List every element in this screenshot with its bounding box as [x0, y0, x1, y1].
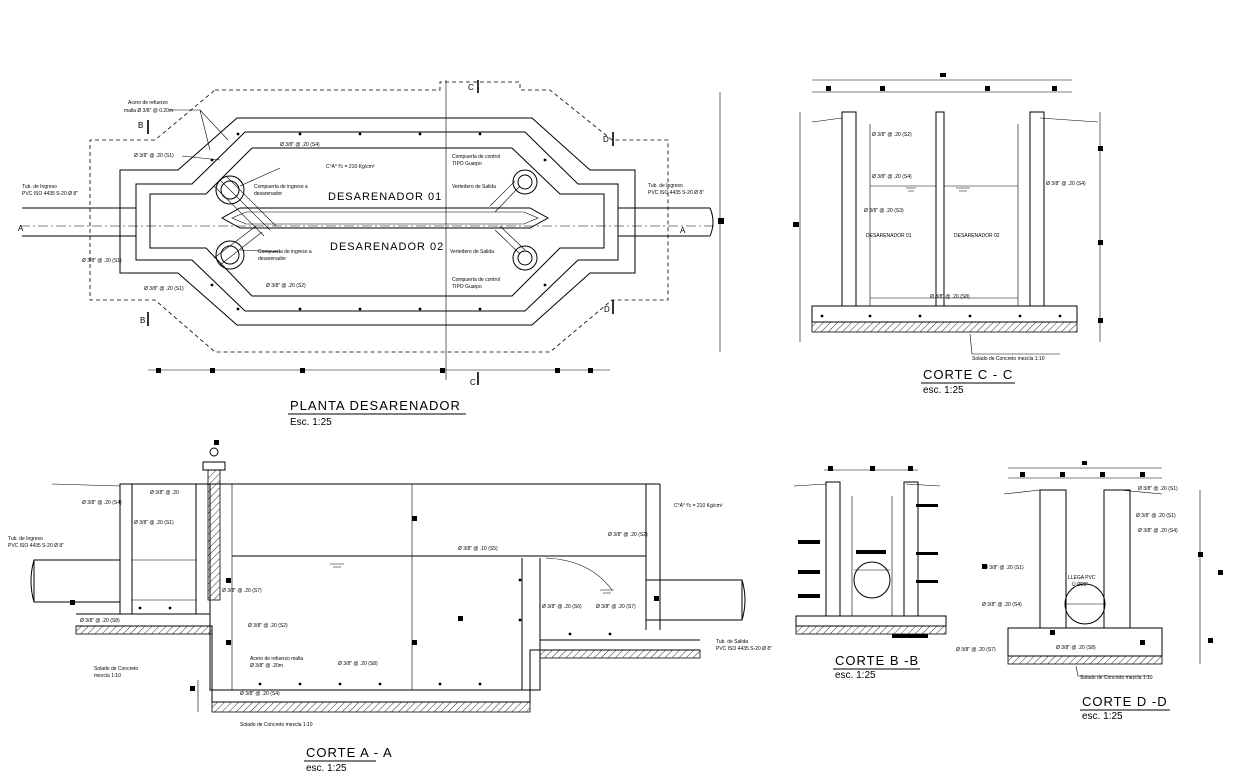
plan-inlet-label-2: PVC ISO 4435 S-20 Ø 8"	[22, 191, 78, 197]
aa-malla-1: Acero de refuerzo malla	[250, 656, 303, 662]
plan-inlet-label-1: Tub. de Ingreso	[22, 184, 57, 190]
plan-ctrl1-label-1: Compuerta de control	[452, 154, 500, 160]
aa-solado-left-1: Solado de Concreto	[94, 666, 138, 672]
plan-reb-s1-left: Ø 3/8" @ .20 (S1)	[82, 258, 122, 264]
dd-reb-s1b: Ø 3/8" @ .20 (S1)	[1136, 513, 1176, 519]
gate-inlet-1	[213, 175, 277, 237]
aa-reb-s8b: Ø 3/8" @ .20 (S8)	[338, 661, 378, 667]
dd-reb-s4a: Ø 3/8" @ .20 (S4)	[1138, 528, 1178, 534]
plan-outer-wall	[119, 117, 636, 326]
section-aa: Ø 3/8" @ .20 (S4) Ø 3/8" @ .20 Ø 3/8" @ …	[8, 440, 772, 774]
cc-solado: Solado de Concreto mezcla 1:10	[972, 356, 1045, 362]
aa-scale: esc. 1:25	[306, 763, 347, 774]
aa-outlet-2: PVC ISO 4435 S-20 Ø 8"	[716, 646, 772, 652]
aa-reb-top: Ø 3/8" @ .20	[150, 490, 179, 496]
aa-reb-s7b: Ø 3/8" @ .20 (S7)	[596, 604, 636, 610]
aa-reb-s8a: Ø 3/8" @ .20 (S8)	[80, 618, 120, 624]
cc-reb-s3: Ø 3/8" @ .20 (S3)	[864, 208, 904, 214]
aa-outlet-1: Tub. de Salida	[716, 639, 748, 645]
aa-solado-bot: Solado de Concreto mezcla 1:10	[240, 722, 313, 728]
cc-ch1: DESARENADOR 01	[866, 233, 912, 239]
plan-outlet-label-1: Tub. de Ingreso	[648, 183, 683, 189]
dd-scale: esc. 1:25	[1082, 711, 1123, 722]
aa-reb-s5: Ø 3/8" @ .10 (S5)	[458, 546, 498, 552]
dd-reb-s8: Ø 3/8" @ .20 (S8)	[1056, 645, 1096, 651]
dd-solado: Solado de Concreto mezcla 1:10	[1080, 675, 1153, 681]
plan-weir1-label: Vertedero de Salida	[452, 184, 496, 190]
cc-reb-s4b: Ø 3/8" @ .20 (S4)	[1046, 181, 1086, 187]
plan-gate1-label-2: desarenador	[254, 191, 282, 197]
dd-title: CORTE D -D	[1082, 694, 1168, 709]
dd-reb-s7: Ø 3/8" @ .20 (S7)	[956, 647, 996, 653]
plan-concrete-label: C°A° f'c = 210 Kg/cm²	[326, 164, 375, 170]
plan-view: Acero de refuerzo malla Ø 3/8" @ 0.20m Ø…	[18, 80, 724, 428]
plan-weir2-label: Vertedero de Salida	[450, 249, 494, 255]
dd-reb-s1-left: Ø 3/8" @ .20 (S1)	[984, 565, 1024, 571]
plan-mark-c-top: C	[468, 83, 474, 92]
plan-ctrl2-label-2: TIPO Guarpo	[452, 284, 482, 290]
plan-central-divider	[220, 207, 550, 229]
plan-ctrl2-label-1: Compuerta de control	[452, 277, 500, 283]
plan-reb-s2: Ø 3/8" @ .20 (S2)	[266, 283, 306, 289]
section-dd: Ø 3/8" @ .20 (S1) Ø 3/8" @ .20 (S1) Ø 3/…	[956, 461, 1223, 722]
plan-mark-c-bot: C	[470, 378, 476, 387]
plan-reb-s1-top: Ø 3/8" @ .20 (S1)	[134, 153, 174, 159]
plan-title: PLANTA DESARENADOR	[290, 398, 461, 413]
plan-channel-wall	[149, 147, 605, 297]
cc-scale: esc. 1:25	[923, 385, 964, 396]
gate-control-2	[494, 225, 538, 271]
plan-ctrl1-label-2: TIPO Guarpo	[452, 161, 482, 167]
cc-reb-s8: Ø 3/8" @ .20 (S8)	[930, 294, 970, 300]
dd-reb-s4b: Ø 3/8" @ .20 (S4)	[982, 602, 1022, 608]
plan-reb-s4: Ø 3/8" @ .20 (S4)	[280, 142, 320, 148]
bb-scale: esc. 1:25	[835, 670, 876, 681]
plan-inner-wall	[135, 131, 619, 312]
plan-mark-a-right: A	[680, 226, 686, 235]
aa-reb-s2a: Ø 3/8" @ .20 (S2)	[608, 532, 648, 538]
plan-mark-d-bot: D	[604, 305, 610, 314]
plan-acero-label-2: malla Ø 3/8" @ 0.20m	[124, 108, 173, 114]
plan-mark-b-top: B	[138, 121, 143, 130]
plan-gate1-label-1: Compuerta de ingreso a	[254, 184, 308, 190]
cc-ch2: DESARENADOR 02	[954, 233, 1000, 239]
aa-title: CORTE A - A	[306, 745, 393, 760]
plan-chamber-1: DESARENADOR 01	[328, 191, 442, 203]
cc-reb-s2: Ø 3/8" @ .20 (S2)	[872, 132, 912, 138]
gate-control-1	[489, 169, 538, 213]
aa-reb-s1: Ø 3/8" @ .20 (S1)	[134, 520, 174, 526]
plan-excavation-outline	[89, 81, 669, 353]
plan-scale: Esc. 1:25	[290, 417, 332, 428]
aa-reb-s4-top: Ø 3/8" @ .20 (S4)	[82, 500, 122, 506]
gate-inlet-2	[213, 225, 263, 270]
section-cc: Ø 3/8" @ .20 (S2) Ø 3/8" @ .20 (S4) Ø 3/…	[793, 73, 1103, 396]
dd-reb-s1a: Ø 3/8" @ .20 (S1)	[1138, 486, 1178, 492]
cc-title: CORTE C - C	[923, 367, 1013, 382]
aa-solado-left-2: mezcla 1:10	[94, 673, 121, 679]
bb-title: CORTE B -B	[835, 653, 919, 668]
section-bb: CORTE B -B esc. 1:25	[793, 466, 947, 681]
aa-reb-s7a: Ø 3/8" @ .20 (S7)	[222, 588, 262, 594]
aa-reb-s4-bot: Ø 3/8" @ .20 (S4)	[240, 691, 280, 697]
aa-reb-s2b: Ø 3/8" @ .20 (S2)	[248, 623, 288, 629]
aa-reb-s6: Ø 3/8" @ .20 (S6)	[542, 604, 582, 610]
plan-mark-a-left: A	[18, 224, 24, 233]
aa-inlet-2: PVC ISO 4435 S-20 Ø 8"	[8, 543, 64, 549]
dd-llega-1: LLEGA PVC	[1068, 575, 1096, 581]
plan-mark-d-top: D	[603, 135, 609, 144]
plan-mark-b-bot: B	[140, 316, 145, 325]
aa-concrete: C°A° f'c = 210 Kg/cm²	[674, 503, 723, 509]
plan-reb-s1-bot: Ø 3/8" @ .20 (S1)	[144, 286, 184, 292]
plan-outlet-label-2: PVC ISO 4435 S-20 Ø 8"	[648, 190, 704, 196]
plan-gate2-label-1: Compuerta de ingreso a	[258, 249, 312, 255]
aa-malla-2: Ø 3/8" @ .20m	[250, 663, 283, 669]
plan-acero-label-1: Acero de refuerzo	[128, 100, 168, 106]
plan-gate2-label-2: desarenador	[258, 256, 286, 262]
plan-chamber-2: DESARENADOR 02	[330, 241, 444, 253]
cc-reb-s4a: Ø 3/8" @ .20 (S4)	[872, 174, 912, 180]
aa-inlet-1: Tub. de Ingreso	[8, 536, 43, 542]
dd-llega-2: Ù Ø20"	[1072, 581, 1088, 588]
